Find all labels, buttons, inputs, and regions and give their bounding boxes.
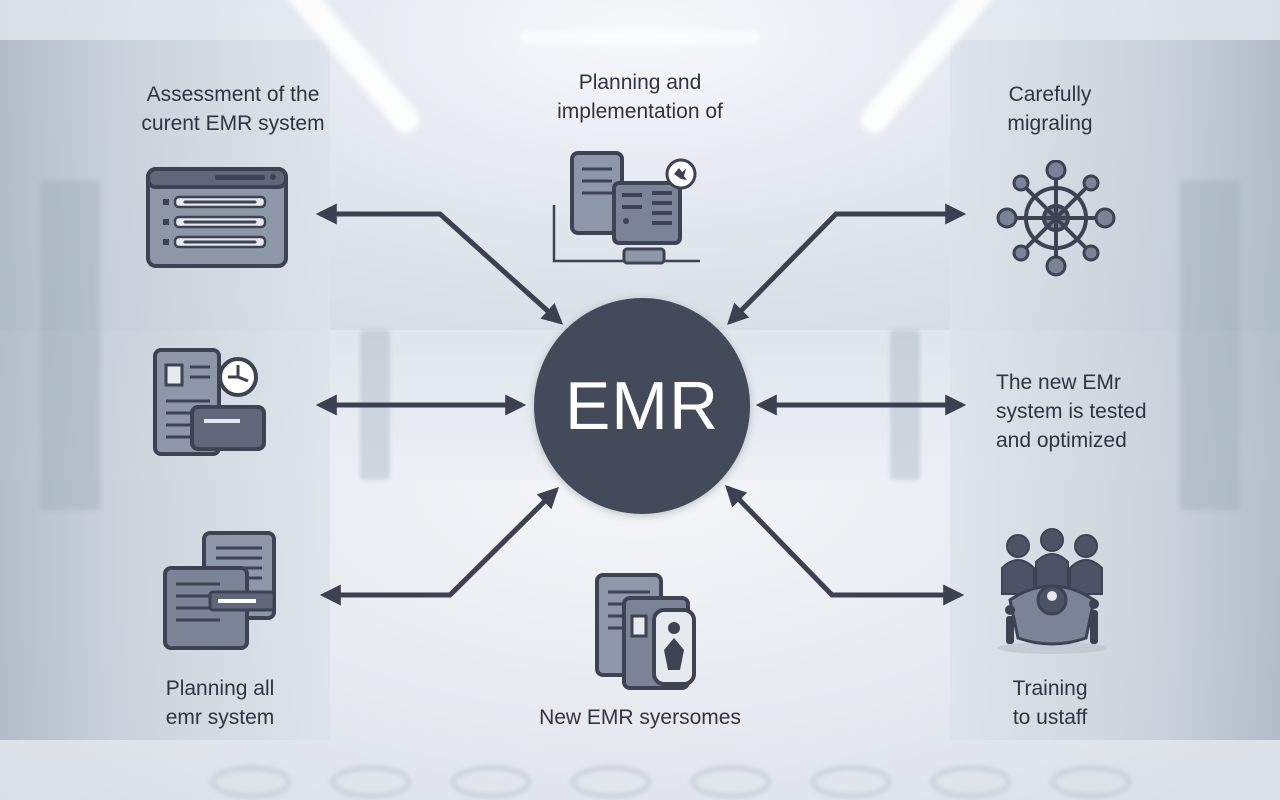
checklist-window-icon (146, 167, 288, 268)
record-cards-icon (595, 573, 696, 690)
label-new-systems: New EMR syersomes (539, 706, 741, 729)
emr-hub-circle: EMR (534, 298, 750, 514)
documents-icon (552, 151, 700, 265)
arrow-planning-all (319, 487, 559, 606)
staff-group-icon (997, 528, 1107, 654)
hub-label: EMR (564, 368, 720, 444)
arrow-migrating (727, 203, 967, 325)
label-training: Training to ustaff (1012, 677, 1088, 729)
stacked-documents-icon (163, 531, 276, 650)
arrow-training (725, 484, 965, 606)
label-migrating: Carefully migraling (1007, 83, 1093, 135)
label-planning-implementation: Planning and implementation of (557, 71, 723, 123)
network-hub-icon (996, 160, 1116, 277)
arrow-assessment (315, 203, 564, 325)
document-clock-icon (153, 348, 266, 456)
label-tested: The new EMr system is tested and optimiz… (996, 371, 1147, 452)
label-planning-all: Planning all emr system (165, 677, 275, 729)
label-assessment: Assessment of the curent EMR system (141, 83, 325, 135)
